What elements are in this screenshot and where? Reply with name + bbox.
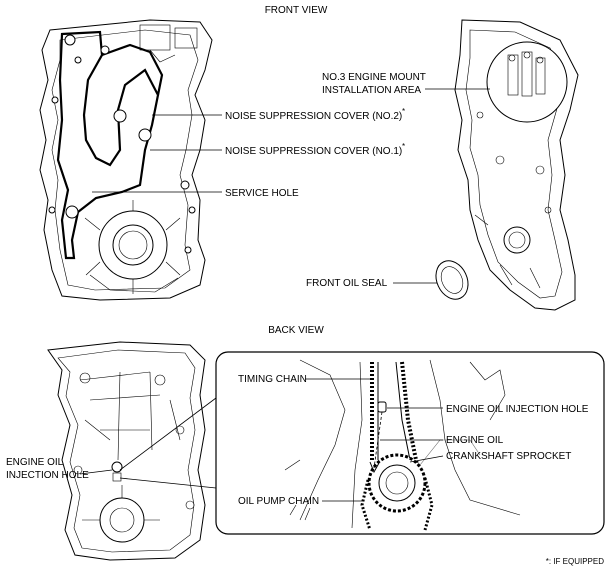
back-view-engine	[47, 341, 206, 561]
back-view-title: BACK VIEW	[268, 325, 324, 336]
mount-label-line1: NO.3 ENGINE MOUNT	[322, 72, 426, 83]
cover1-asterisk: *	[402, 142, 405, 151]
crankshaft-sprocket-label: CRANKSHAFT SPROCKET	[446, 451, 571, 462]
back-injection-label-line1: ENGINE OIL	[6, 457, 64, 468]
front-oil-seal-label: FRONT OIL SEAL	[306, 278, 388, 289]
detail-drawing	[284, 359, 521, 531]
cover1-label: NOISE SUPPRESSION COVER (NO.1)	[225, 146, 402, 157]
detail-injection-hole-label: ENGINE OIL INJECTION HOLE	[446, 404, 589, 415]
mount-label-line2: INSTALLATION AREA	[322, 85, 421, 96]
front-view-title: FRONT VIEW	[265, 5, 328, 16]
engine-oil-label: ENGINE OIL	[446, 435, 504, 446]
timing-chain-label: TIMING CHAIN	[238, 374, 307, 385]
oil-pump-chain-label: OIL PUMP CHAIN	[238, 496, 319, 507]
back-injection-leader	[79, 469, 113, 475]
service-hole-label: SERVICE HOLE	[225, 188, 299, 199]
cover2-asterisk: *	[402, 107, 405, 116]
footnote: *: IF EQUIPPED	[546, 557, 604, 566]
crankshaft-sprocket-leader	[409, 455, 444, 463]
front-view-engine-left	[39, 19, 213, 301]
back-injection-label-line2: INJECTION HOLE	[6, 470, 89, 481]
callout-line-bottom	[119, 477, 217, 489]
cover2-label: NOISE SUPPRESSION COVER (NO.2)	[225, 111, 402, 122]
callout-line-top	[119, 397, 217, 471]
front-oil-seal-ring	[435, 260, 469, 300]
detail-callout-box	[215, 351, 605, 535]
front-view-engine-right	[454, 19, 579, 311]
